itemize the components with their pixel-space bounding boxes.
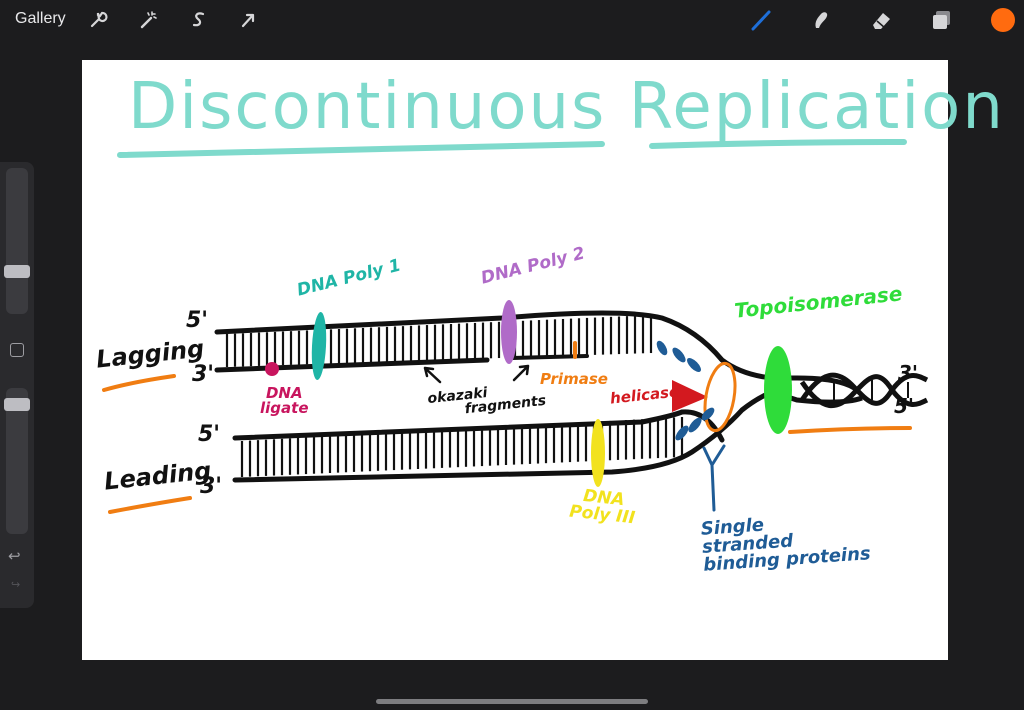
- right-underline: [788, 426, 912, 434]
- title-underline-right: [649, 139, 907, 149]
- label-right-5-prime: 5': [894, 394, 915, 418]
- lagging-underline: [102, 374, 176, 392]
- label-leading-3-prime: 3': [200, 474, 223, 499]
- ssb-proteins: [656, 340, 715, 441]
- wrench-icon[interactable]: [84, 7, 110, 33]
- label-dna-ligase-line2: ligate: [260, 399, 309, 417]
- leading-base-pairs: [240, 417, 684, 477]
- label-primase: Primase: [540, 370, 608, 388]
- opacity-slider[interactable]: [4, 388, 30, 534]
- okazaki-arrow-right: [512, 364, 530, 382]
- leading-template-strand: [232, 409, 725, 443]
- home-indicator: [376, 699, 648, 704]
- topoisomerase-enzyme: [764, 346, 792, 434]
- top-toolbar: Gallery: [0, 0, 1024, 40]
- title-underline-left: [117, 141, 605, 158]
- opacity-thumb[interactable]: [4, 398, 30, 411]
- label-ssb: Single stranded binding proteins: [700, 509, 871, 576]
- label-right-3-prime: 3': [898, 361, 919, 385]
- lagging-base-pairs: [225, 315, 653, 367]
- lagging-template-strand: [214, 310, 775, 381]
- label-lagging-3-prime: 3': [192, 362, 215, 387]
- helicase-enzyme: [672, 380, 708, 412]
- selection-s-icon[interactable]: [186, 7, 212, 33]
- label-dna-ligase-line1: DNA: [265, 384, 303, 402]
- label-dna-poly-3: DNA Poly III: [568, 486, 637, 528]
- dna-diagram: [102, 139, 929, 514]
- parental-strand-bottom: [771, 389, 863, 405]
- dna-poly-2-enzyme: [501, 300, 517, 364]
- drawing-canvas[interactable]: Discontinuous Replication Lagging Leadin…: [82, 60, 1005, 660]
- leading-underline: [108, 496, 192, 514]
- gallery-button[interactable]: Gallery: [15, 10, 66, 27]
- leading-new-strand: [232, 389, 775, 483]
- helix-rungs: [833, 380, 909, 400]
- layers-icon[interactable]: [929, 7, 955, 33]
- dna-poly-3-enzyme: [591, 419, 605, 487]
- magic-wand-icon[interactable]: [135, 7, 161, 33]
- left-sidebar: ↩ ↪: [0, 162, 34, 608]
- label-dna-ligase: DNA ligate: [260, 386, 309, 416]
- ssb-pointer: [702, 444, 726, 512]
- dna-ligase-enzyme: [265, 362, 279, 376]
- eraser-icon[interactable]: [868, 7, 894, 33]
- current-color-swatch[interactable]: [991, 8, 1015, 32]
- arrow-cursor-icon[interactable]: [235, 7, 261, 33]
- brush-icon[interactable]: [748, 7, 774, 33]
- label-leading-5-prime: 5': [198, 422, 221, 447]
- modify-button[interactable]: [10, 343, 24, 357]
- drawing-title: Discontinuous Replication: [128, 70, 1005, 144]
- helix-strand-b: [799, 374, 929, 409]
- redo-button[interactable]: ↪: [11, 579, 21, 591]
- dna-poly-1-enzyme: [311, 312, 327, 380]
- brush-size-thumb[interactable]: [4, 265, 30, 278]
- lagging-new-strand: [214, 357, 490, 373]
- brush-size-slider[interactable]: [4, 168, 30, 314]
- okazaki-arrow-left: [423, 366, 442, 384]
- label-lagging-5-prime: 5': [186, 308, 209, 333]
- undo-button[interactable]: ↩: [8, 548, 21, 565]
- helix-strand-a: [799, 372, 929, 406]
- smudge-icon[interactable]: [808, 7, 834, 33]
- helicase-circle: [703, 361, 737, 433]
